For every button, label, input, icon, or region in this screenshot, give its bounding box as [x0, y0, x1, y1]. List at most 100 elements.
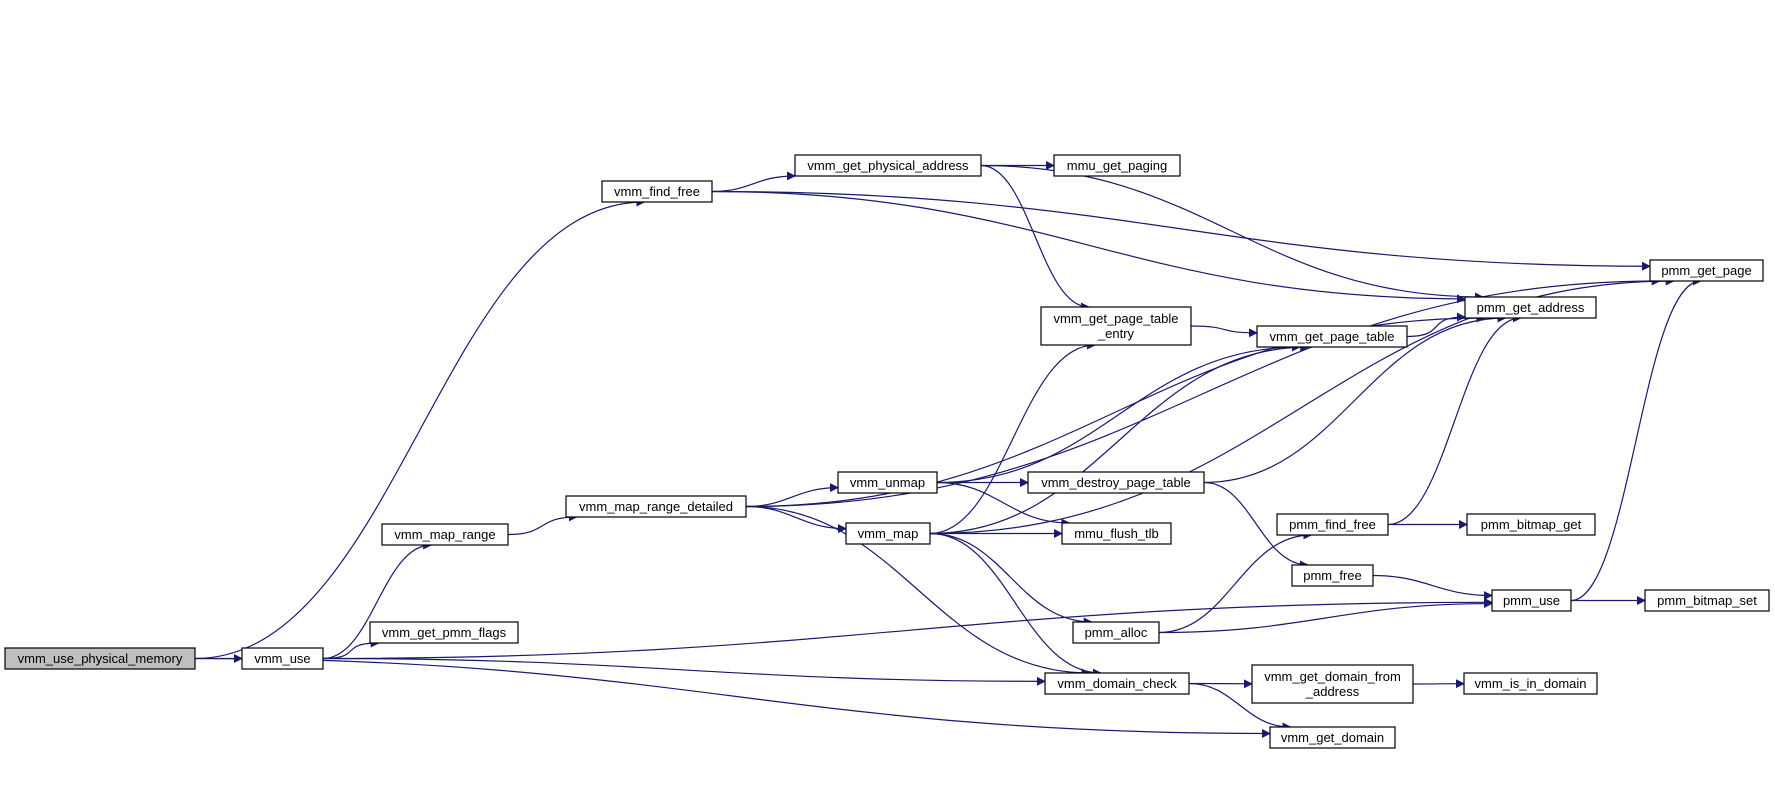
edge-pmm-find-free-to-pmm-get-address	[1387, 313, 1522, 526]
node-label: pmm_alloc	[1085, 625, 1148, 640]
edge-vmm-map-range-to-vmm-map-range-detailed	[507, 512, 578, 536]
node-box	[1044, 672, 1190, 695]
node-pmm-find-free[interactable]: pmm_find_free	[1276, 513, 1389, 536]
node-vmm-get-physical-address[interactable]: vmm_get_physical_address	[794, 154, 982, 177]
edge-vmm-get-physical-address-to-vmm-get-page-table-entry	[980, 164, 1090, 312]
node-label: vmm_get_pmm_flags	[382, 625, 507, 640]
node-label: vmm_get_domain_from	[1264, 669, 1401, 684]
node-label: vmm_unmap	[850, 475, 925, 490]
node-box	[601, 180, 713, 203]
node-vmm-map[interactable]: vmm_map	[845, 522, 931, 545]
node-pmm-use[interactable]: pmm_use	[1491, 589, 1572, 612]
node-box	[1276, 513, 1389, 536]
node-label: vmm_get_physical_address	[807, 158, 969, 173]
edge-vmm-get-physical-address-to-pmm-get-address	[980, 164, 1484, 302]
node-label: pmm_get_address	[1477, 300, 1585, 315]
node-vmm-find-free[interactable]: vmm_find_free	[601, 180, 713, 203]
node-vmm-use-physical-memory[interactable]: vmm_use_physical_memory	[4, 647, 196, 670]
node-vmm-unmap[interactable]: vmm_unmap	[837, 471, 938, 494]
edge-vmm-use-physical-memory-to-vmm-find-free	[194, 197, 646, 660]
nodes-layer: vmm_use_physical_memory vmm_use vmm_find_f…	[4, 154, 1770, 749]
node-vmm-get-page-table-entry[interactable]: vmm_get_page_table_entry	[1040, 306, 1192, 346]
node-vmm-get-domain-from-address[interactable]: vmm_get_domain_from_address	[1251, 664, 1414, 704]
node-mmu-flush-tlb[interactable]: mmu_flush_tlb	[1061, 522, 1172, 545]
node-vmm-map-range[interactable]: vmm_map_range	[381, 523, 509, 546]
node-vmm-destroy-page-table[interactable]: vmm_destroy_page_table	[1027, 471, 1205, 494]
node-label: vmm_find_free	[614, 184, 700, 199]
node-box	[1291, 564, 1374, 587]
node-box	[565, 495, 747, 518]
node-label: vmm_use_physical_memory	[18, 651, 183, 666]
node-box	[4, 647, 196, 670]
node-box	[1072, 621, 1160, 644]
edge-vmm-map-to-vmm-get-page-table	[929, 342, 1310, 535]
edge-vmm-use-to-vmm-domain-check	[322, 657, 1046, 686]
node-box	[845, 522, 931, 545]
node-vmm-get-domain[interactable]: vmm_get_domain	[1269, 726, 1396, 749]
edge-vmm-map-to-vmm-domain-check	[929, 532, 1102, 678]
edge-vmm-find-free-to-pmm-get-address	[711, 190, 1466, 304]
node-label: vmm_map_range_detailed	[579, 499, 733, 514]
node-box	[1061, 522, 1172, 545]
node-box	[381, 523, 509, 546]
node-box	[1040, 306, 1192, 346]
node-box	[1649, 259, 1764, 282]
node-pmm-bitmap-get[interactable]: pmm_bitmap_get	[1466, 513, 1596, 536]
node-vmm-use[interactable]: vmm_use	[241, 647, 324, 670]
node-label: pmm_find_free	[1289, 517, 1376, 532]
node-vmm-domain-check[interactable]: vmm_domain_check	[1044, 672, 1190, 695]
node-box	[794, 154, 982, 177]
node-vmm-get-pmm-flags[interactable]: vmm_get_pmm_flags	[369, 621, 519, 644]
node-vmm-get-page-table[interactable]: vmm_get_page_table	[1256, 325, 1408, 348]
edge-vmm-map-to-pmm-alloc	[929, 532, 1093, 627]
node-label: pmm_use	[1503, 593, 1560, 608]
edge-vmm-use-to-vmm-map-range	[322, 540, 433, 660]
node-pmm-bitmap-set[interactable]: pmm_bitmap_set	[1644, 589, 1770, 612]
edge-vmm-use-to-pmm-use	[322, 597, 1493, 660]
edge-vmm-use-physical-memory-to-vmm-get-domain	[194, 657, 1271, 738]
node-box	[241, 647, 324, 670]
node-label: vmm_domain_check	[1057, 676, 1177, 691]
edge-vmm-use-to-vmm-get-pmm-flags	[322, 638, 380, 660]
node-box	[1464, 296, 1597, 319]
node-label: vmm_map_range	[394, 527, 495, 542]
node-box	[1053, 154, 1181, 177]
node-label: mmu_get_paging	[1067, 158, 1167, 173]
node-label: pmm_get_page	[1661, 263, 1751, 278]
node-label: vmm_map	[858, 526, 919, 541]
node-label: vmm_destroy_page_table	[1041, 475, 1191, 490]
edge-vmm-destroy-page-table-to-pmm-get-address	[1203, 313, 1507, 484]
node-pmm-alloc[interactable]: pmm_alloc	[1072, 621, 1160, 644]
node-box	[1466, 513, 1596, 536]
node-box	[1256, 325, 1408, 348]
edge-pmm-alloc-to-pmm-use	[1158, 599, 1493, 634]
edge-vmm-map-to-pmm-get-page	[929, 276, 1675, 535]
node-pmm-get-address[interactable]: pmm_get_address	[1464, 296, 1597, 319]
edge-vmm-map-to-vmm-get-page-table-entry	[929, 340, 1097, 535]
node-label: _entry	[1097, 326, 1135, 341]
node-label: vmm_get_page_table	[1053, 311, 1178, 326]
edge-vmm-map-range-detailed-to-vmm-map	[745, 505, 847, 534]
node-box	[1491, 589, 1572, 612]
node-pmm-get-page[interactable]: pmm_get_page	[1649, 259, 1764, 282]
node-box	[1027, 471, 1205, 494]
edge-pmm-free-to-pmm-use	[1372, 574, 1493, 601]
node-vmm-is-in-domain[interactable]: vmm_is_in_domain	[1463, 672, 1598, 695]
edges-layer	[194, 161, 1702, 738]
edge-vmm-unmap-to-vmm-get-page-table	[936, 342, 1301, 484]
node-label: pmm_free	[1303, 568, 1362, 583]
edge-pmm-use-to-pmm-get-page	[1570, 276, 1702, 602]
node-box	[369, 621, 519, 644]
edge-vmm-destroy-page-table-to-pmm-free	[1203, 481, 1309, 570]
edge-pmm-alloc-to-pmm-find-free	[1158, 530, 1313, 634]
node-pmm-free[interactable]: pmm_free	[1291, 564, 1374, 587]
node-label: vmm_get_domain	[1281, 730, 1384, 745]
node-label: vmm_use	[254, 651, 310, 666]
node-box	[1269, 726, 1396, 749]
node-vmm-map-range-detailed[interactable]: vmm_map_range_detailed	[565, 495, 747, 518]
edge-vmm-domain-check-to-vmm-get-domain	[1188, 682, 1292, 732]
node-box	[1644, 589, 1770, 612]
node-mmu-get-paging[interactable]: mmu_get_paging	[1053, 154, 1181, 177]
node-box	[1463, 672, 1598, 695]
